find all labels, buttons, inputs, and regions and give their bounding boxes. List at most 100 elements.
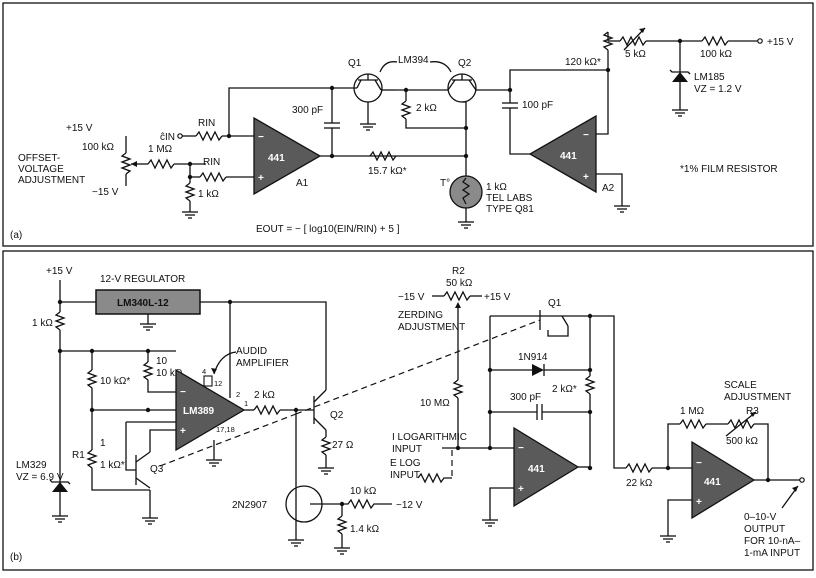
output-label-4: 1-mA INPUT <box>744 548 800 559</box>
offset-wiper-arrow <box>131 161 137 167</box>
tel-labs-2: TEL LABS <box>486 193 533 204</box>
b2-plus-wire <box>667 499 692 536</box>
pot5k-label: 5 kΩ <box>625 49 646 60</box>
ilog-label-2: INPUT <box>392 444 422 455</box>
b2-feedback-left <box>667 423 680 468</box>
opamp-b1-label: 441 <box>528 464 545 475</box>
offset-minus15-label: −15 V <box>92 187 119 198</box>
node-b1-out <box>587 465 593 471</box>
b1-to-r22k-wire <box>590 315 626 469</box>
panel-a-frame <box>2 2 814 247</box>
minus12-label: −12 V <box>396 500 423 511</box>
elog-label-2: INPUT <box>390 470 420 481</box>
r2-plus15: +15 V <box>484 292 511 303</box>
circuit-b: (b) +15 V 12-V REGULATOR LM340L-12 1 kΩ … <box>10 266 805 563</box>
circuit-a: (a) +15 V −15 V 100 kΩ OFFSET- VOLTAGE A… <box>10 27 794 241</box>
output-label-2: OUTPUT <box>744 524 785 535</box>
r27-resistor <box>320 436 332 456</box>
c100-label: 100 pF <box>522 100 553 111</box>
regulator-label: LM340L-12 <box>117 298 169 309</box>
lm389-pin12: 12 <box>214 379 222 388</box>
b-r2kstar-label: 2 kΩ* <box>552 384 577 395</box>
tel-labs-3: TYPE Q81 <box>486 204 534 215</box>
r2k-resistor <box>400 100 412 120</box>
zener-a-bar <box>669 69 691 75</box>
r2k-label: 2 kΩ <box>416 103 437 114</box>
r22k-label: 22 kΩ <box>626 478 653 489</box>
a1-feedback-wire <box>228 87 357 136</box>
b-plus15-label: +15 V <box>46 266 73 277</box>
b-r10k-minus12-label: 10 kΩ <box>350 486 377 497</box>
node-q2-base <box>463 125 469 131</box>
node-reg-out <box>227 299 233 305</box>
eout-formula: EOUT = − [ log10(EIN/RIN) + 5 ] <box>256 224 400 235</box>
r14k-resistor <box>336 515 348 535</box>
lm329-label: LM329 <box>16 460 47 471</box>
r3-label: R3 <box>746 406 759 417</box>
lm185-label: LM185 <box>694 72 725 83</box>
q2n2907-label: 2N2907 <box>232 500 267 511</box>
q1-emitter <box>374 79 382 91</box>
q2-base-node-wire <box>462 101 467 176</box>
r1m-label: 1 MΩ <box>148 144 173 155</box>
q2-emitter <box>447 79 456 91</box>
elog-label-1: E LOG <box>390 458 421 469</box>
regulator-output-wire <box>200 301 327 390</box>
lm389-pin1: 1 <box>244 399 248 408</box>
r1-value-1: 1 <box>100 438 106 449</box>
b-r1k-resistor <box>54 311 66 331</box>
r3-value: 500 kΩ <box>726 436 758 447</box>
r157-resistor <box>369 150 397 162</box>
b2-plus-sign: + <box>696 497 702 508</box>
output-label-1: 0–10-V <box>744 512 777 523</box>
q1-label: Q1 <box>348 58 362 69</box>
regulator-box <box>95 289 201 315</box>
offset-label-3: ADJUSTMENT <box>18 175 85 186</box>
b-q1-ground-path <box>547 326 569 337</box>
offset-pot <box>120 152 132 175</box>
ein-label: ĉIN <box>160 132 175 143</box>
b-q1-right-wire <box>572 315 591 348</box>
thermal-coupling-2 <box>295 319 541 415</box>
supply-terminal-a[interactable] <box>757 38 763 44</box>
output-label-3: FOR 10-nA– <box>744 536 801 547</box>
rin-minus-resistor <box>195 130 223 142</box>
q3-collector <box>135 451 151 463</box>
lm389-pin-box <box>203 375 213 387</box>
lm389-pin17: 17,18 <box>216 425 235 434</box>
node-thermistor <box>463 153 469 159</box>
r1m-b-resistor <box>679 418 707 430</box>
diode-1n914 <box>532 364 544 376</box>
a1-label: A1 <box>296 178 309 189</box>
r2-value: 50 kΩ <box>446 278 473 289</box>
zener-b-diode <box>52 482 68 492</box>
opamp-a1 <box>253 116 322 196</box>
film-note: *1% FILM RESISTOR <box>680 164 778 175</box>
r100k-label: 100 kΩ <box>700 49 732 60</box>
elog-resistor <box>417 472 452 484</box>
pot5k-arrow-line <box>623 27 646 51</box>
output-terminal[interactable] <box>799 477 805 483</box>
panel-a-label: (a) <box>10 230 22 241</box>
node-r1m <box>187 161 193 167</box>
thermal-coupling-1 <box>159 413 297 467</box>
lm389-label: LM389 <box>183 406 215 417</box>
r1m-b-label: 1 MΩ <box>680 406 705 417</box>
a2-feedback-top <box>509 69 608 90</box>
supply-15-label: +15 V <box>767 37 794 48</box>
lm389-minus-sign: − <box>180 387 186 398</box>
r2-wiper-arrow <box>455 302 461 308</box>
ein-terminal[interactable] <box>177 133 183 139</box>
r120-label: 120 kΩ* <box>565 57 601 68</box>
r10k-bottom-wire <box>147 380 176 393</box>
node-r120 <box>605 67 611 73</box>
offset-plus15-label: +15 V <box>66 123 93 134</box>
r22k-resistor <box>625 462 653 474</box>
b-q1-collector-lead <box>561 315 569 327</box>
node-ilog[interactable] <box>455 445 461 451</box>
audio-amp-pointer <box>213 351 237 375</box>
opamp-b2-label: 441 <box>704 477 721 488</box>
c100-bottom-wire <box>509 108 540 155</box>
rin-plus-resistor <box>199 171 227 183</box>
pot5k-arrow-head <box>639 28 645 33</box>
